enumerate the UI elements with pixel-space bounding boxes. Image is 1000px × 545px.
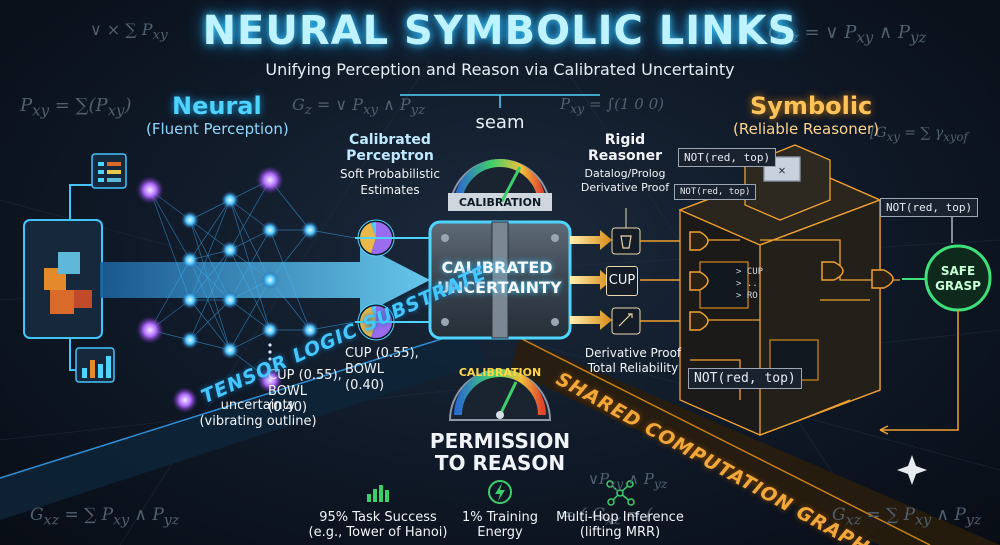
perceptron-label: Calibrated Perceptron Soft Probabilistic… bbox=[330, 132, 450, 198]
symbolic-heading: Symbolic bbox=[750, 92, 873, 120]
estimate-right-1: CUP (0.55), bbox=[345, 346, 419, 361]
permission-line-1: PERMISSION bbox=[429, 429, 571, 453]
neurons bbox=[136, 166, 319, 413]
permission-label: PERMISSION TO REASON bbox=[420, 430, 580, 474]
reasoner-desc-1: Datalog/Prolog bbox=[584, 167, 666, 180]
stat-2-line-1: 1% Training bbox=[461, 510, 539, 525]
perceptron-desc-2: Estimates bbox=[360, 183, 420, 197]
stat-3-line-2: (lifting MRR) bbox=[579, 525, 661, 540]
pie-slice bbox=[371, 222, 376, 238]
input-scene-icon bbox=[23, 219, 103, 339]
gauge-top-label: CALIBRATION bbox=[458, 196, 542, 209]
constraint-right: NOT(red, top) bbox=[880, 198, 979, 217]
output-links bbox=[570, 230, 612, 330]
tensor-substrate-band bbox=[0, 330, 485, 520]
screen-line-1: > CUP bbox=[736, 267, 764, 277]
stat-2-line-2: Energy bbox=[477, 525, 523, 540]
gauge-bottom-label: CALIBRATION bbox=[458, 366, 542, 379]
reasoner-title-2: Reasoner bbox=[587, 148, 663, 164]
page-title: NEURAL SYMBOLIC LINKS bbox=[202, 8, 798, 54]
reasoner-label: Rigid Reasoner Datalog/Prolog Derivative… bbox=[570, 132, 680, 195]
uncertainty-line-2: (vibrating outline) bbox=[199, 414, 317, 429]
logic-gates bbox=[689, 231, 894, 331]
stat-task-success: 95% Task Success (e.g., Tower of Hanoi) bbox=[303, 510, 453, 540]
reasoner-desc-2: Derivative Proof bbox=[580, 181, 670, 194]
machine-screen: > CUP > .. > RO bbox=[736, 266, 763, 302]
calibration-gauge-top bbox=[448, 159, 552, 211]
perceptron-title-2: Perceptron bbox=[346, 148, 434, 164]
neural-subheading: (Fluent Perception) bbox=[146, 120, 289, 138]
constraint-bottom: NOT(red, top) bbox=[688, 368, 802, 389]
seam-label: seam bbox=[475, 112, 525, 133]
safe-grasp-label: SAFE GRASP bbox=[926, 264, 990, 294]
proof-icon-box bbox=[611, 307, 641, 335]
uncertainty-line-1: uncertainty bbox=[220, 398, 296, 413]
neural-heading: Neural bbox=[172, 92, 262, 120]
stat-1-line-2: (e.g., Tower of Hanoi) bbox=[308, 525, 448, 540]
stat-multihop: Multi-Hop Inference (lifting MRR) bbox=[545, 510, 695, 540]
hinge-label: CALIBRATED UNCERTAINTY bbox=[437, 258, 562, 298]
reasoner-title-1: Rigid bbox=[604, 132, 646, 148]
uncertainty-note: uncertainty (vibrating outline) bbox=[198, 398, 318, 430]
bar-chart-icon bbox=[367, 485, 389, 502]
lightning-icon bbox=[488, 480, 512, 504]
dashboard-icon bbox=[91, 153, 127, 189]
screen-line-3: > RO bbox=[736, 291, 758, 301]
network-icon bbox=[606, 480, 635, 506]
calibration-gauge-bottom bbox=[448, 369, 552, 421]
estimate-right-2: BOWL (0.40) bbox=[345, 362, 385, 393]
stat-1-line-1: 95% Task Success bbox=[319, 510, 437, 525]
hinge-line-1: CALIBRATED bbox=[441, 258, 553, 277]
output-estimate-right: CUP (0.55), BOWL (0.40) bbox=[345, 346, 425, 394]
sparkle-icon bbox=[897, 455, 927, 485]
perceptron-desc-1: Soft Probabilistic bbox=[339, 167, 440, 181]
page-subtitle: Unifying Perception and Reason via Calib… bbox=[265, 60, 735, 79]
proof-line-1: Derivative Proof bbox=[584, 346, 682, 360]
input-links bbox=[355, 237, 430, 323]
constraint-small: NOT(red, top) bbox=[674, 184, 757, 200]
output-estimate-left: CUP (0.55), BOWL (0.40) bbox=[268, 368, 348, 416]
perceptron-title-1: Calibrated bbox=[349, 132, 431, 148]
stat-training-energy: 1% Training Energy bbox=[425, 510, 575, 540]
pie-slice bbox=[371, 306, 376, 322]
cup-icon bbox=[620, 235, 632, 249]
permission-line-2: TO REASON bbox=[434, 451, 566, 475]
pen-icon bbox=[618, 313, 633, 327]
bar-chart-panel-icon bbox=[75, 347, 115, 383]
calibrated-uncertainty-hinge bbox=[428, 220, 572, 340]
proof-label: Derivative Proof Total Reliability bbox=[578, 346, 688, 376]
symbolic-subheading: (Reliable Reasoner) bbox=[733, 120, 879, 138]
cup-box: CUP bbox=[606, 266, 638, 296]
safe-grasp-line-1: SAFE bbox=[940, 264, 976, 278]
estimate-left-1: CUP (0.55), bbox=[268, 368, 342, 383]
constraint-top: NOT(red, top) bbox=[678, 148, 777, 167]
screen-line-2: > .. bbox=[736, 279, 758, 289]
shared-graph-band bbox=[510, 338, 1000, 545]
stat-3-line-1: Multi-Hop Inference bbox=[556, 510, 684, 525]
estimate-left-2: BOWL (0.40) bbox=[268, 384, 308, 415]
screen-glyph: ✕ bbox=[778, 163, 785, 177]
cup-icon-box bbox=[611, 227, 641, 255]
hinge-line-2: UNCERTAINTY bbox=[437, 278, 562, 297]
safe-grasp-line-2: GRASP bbox=[935, 279, 981, 293]
proof-line-2: Total Reliability bbox=[587, 361, 679, 375]
